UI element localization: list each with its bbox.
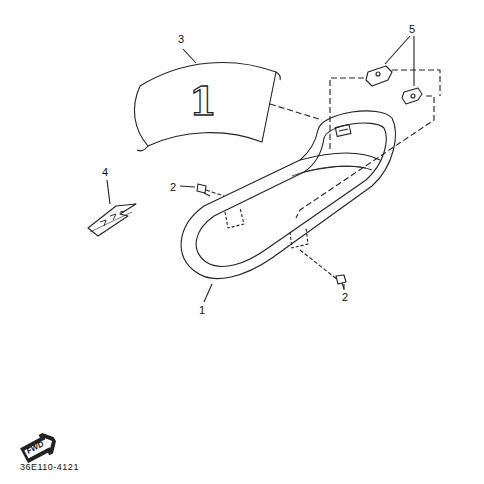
diagram-code: 36E110-4121 — [20, 463, 79, 472]
callout-number: 1 — [199, 305, 205, 316]
callout-number: 5 — [409, 24, 415, 35]
callout-number: 4 — [102, 167, 108, 178]
callout-number: 2 — [342, 292, 348, 303]
forward-arrow: FWD — [19, 429, 61, 466]
plate-number-graphic: 1 — [189, 81, 217, 121]
callout-number: 3 — [178, 34, 184, 45]
callout-number: 2 — [170, 182, 176, 193]
arrow-label: FWD — [25, 439, 46, 456]
